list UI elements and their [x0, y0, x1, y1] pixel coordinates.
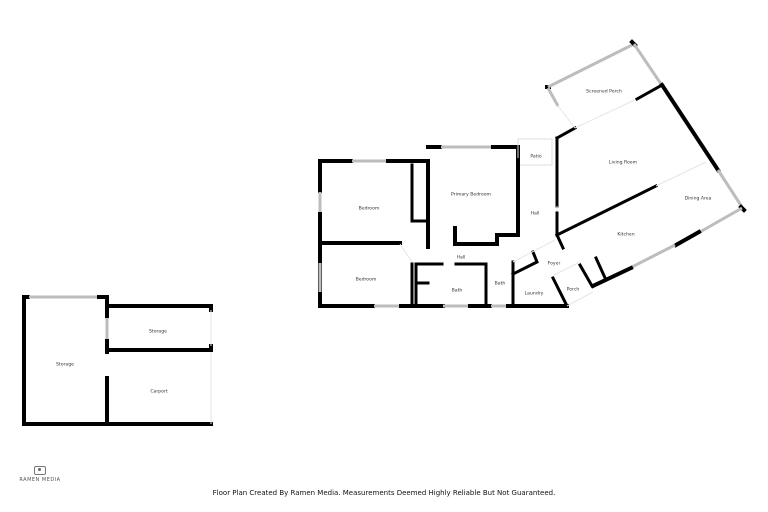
room-label-storage-small: Storage [149, 329, 167, 335]
room-label-patio: Patio [530, 154, 541, 160]
room-label-bath-2: Bath [495, 281, 506, 287]
room-label-bath-1: Bath [452, 288, 463, 294]
room-label-bedroom-1: Bedroom [359, 206, 380, 212]
outbuilding-walls [22, 295, 213, 426]
footer-disclaimer: Floor Plan Created By Ramen Media. Measu… [212, 489, 556, 497]
room-labels: Bedroom Primary Bedroom Patio Hall Scree… [56, 89, 712, 395]
logo-text: RAMEN MEDIA [19, 477, 61, 483]
room-label-bedroom-2: Bedroom [356, 277, 377, 283]
room-label-screened-porch: Screened Porch [586, 89, 622, 95]
room-label-hall-lower: Hall [457, 255, 466, 261]
room-label-hall-upper: Hall [531, 211, 540, 217]
room-label-laundry: Laundry [525, 291, 544, 297]
room-label-kitchen: Kitchen [617, 232, 634, 238]
ramen-media-logo: RAMEN MEDIA [14, 466, 66, 483]
room-label-living-room: Living Room [609, 160, 638, 166]
room-label-dining-area: Dining Area [685, 196, 712, 202]
room-label-porch: Porch [567, 287, 580, 293]
room-label-carport: Carport [150, 389, 168, 395]
room-label-foyer: Foyer [548, 261, 561, 267]
main-house-walls [318, 39, 747, 309]
room-label-storage-large: Storage [56, 362, 74, 368]
room-label-primary-bedroom: Primary Bedroom [451, 192, 492, 198]
camera-icon [34, 466, 46, 475]
